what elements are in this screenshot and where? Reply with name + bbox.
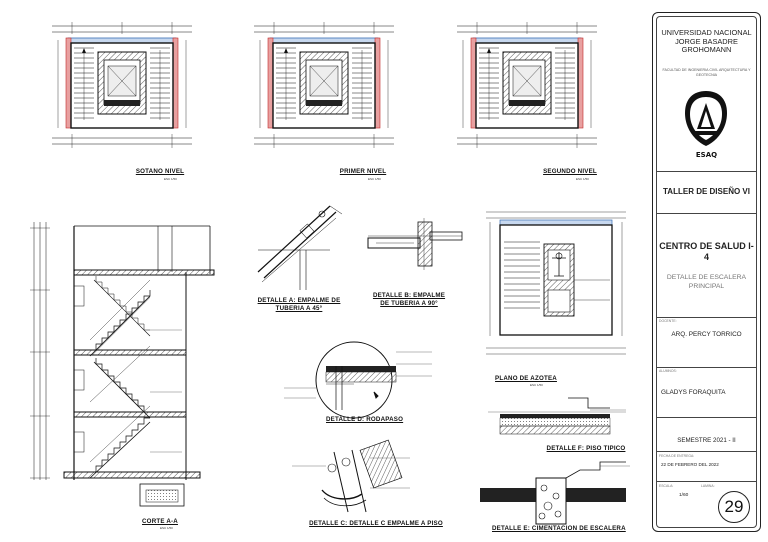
scale-corte-a: ESC 1/50 [160,526,173,530]
scale-segundo: ESC 1/50 [576,177,589,181]
label-detalle-e: DETALLE E: CIMENTACION DE ESCALERA [492,525,626,532]
date-label: FECHA DE ENTREGA: [659,454,695,458]
sheet-label: LAMINA: [701,484,715,488]
section-semester [657,417,756,452]
university-name: UNIVERSIDAD NACIONAL JORGE BASADRE GROHO… [661,28,752,55]
scale-value: 1/60 [679,493,689,498]
section-teacher [657,317,756,368]
title-block-frame [656,16,757,528]
student-label: ALUMNOS: [659,369,677,373]
course-name: TALLER DE DISEÑO VI [663,187,750,196]
label-sotano: SOTANO NIVEL [135,168,185,175]
school-acronym: ESAQ [695,151,718,159]
section-date [657,451,756,482]
plan-azotea [486,211,626,355]
label-detalle-b: DETALLE B: EMPALME DE TUBERIA A 90° [372,292,446,307]
project-name: CENTRO DE SALUD I-4 [659,241,754,262]
label-detalle-a: DETALLE A: EMPALME DE TUBERIA A 45° [257,297,341,312]
label-detalle-c: DETALLE C: DETALLE C EMPALME A PISO [309,520,443,527]
detail-f [488,397,626,435]
detail-d [284,341,432,419]
section-corte-a [30,222,215,507]
scale-primer: ESC 1/50 [368,177,381,181]
scale-azotea: ESC 1/50 [530,383,543,387]
label-plano-azotea: PLANO DE AZOTEA [495,375,557,382]
label-primer: PRIMER NIVEL [339,168,387,175]
label-detalle-d: DETALLE D: RODAPASO [326,416,404,423]
section-project [657,213,756,318]
scale-label: ESCALA: [659,484,674,488]
plan-primer [253,21,395,149]
section-university [657,17,756,172]
section-student [657,367,756,418]
sheet-title: DETALLE DE ESCALERA PRINCIPAL [666,274,747,290]
student-name: GLADYS FORAQUITA [661,389,726,396]
plan-segundo [456,21,598,149]
title-block: UNIVERSIDAD NACIONAL JORGE BASADRE GROHO… [652,12,761,532]
faculty-name: FACULTAD DE INGENIERIA CIVIL ARQUITECTUR… [662,68,751,77]
detail-e [480,461,630,525]
label-detalle-f: DETALLE F: PISO TIPICO [546,445,626,452]
delivery-date: 22 DE FEBRERO DEL 2022 [661,462,719,467]
teacher-name: ARQ. PERCY TORRICO [671,331,742,338]
label-corte-a: CORTE A-A [142,518,178,525]
sheet-number: 29 [718,491,750,523]
section-course [657,171,756,214]
university-logo-icon [685,91,727,146]
drawing-area [30,21,630,525]
plan-sotano [51,21,193,149]
teacher-label: DOCENTE: [659,319,677,323]
detail-b [367,218,463,270]
scale-sotano: ESC 1/50 [164,177,177,181]
label-segundo: SEGUNDO NIVEL [543,168,597,175]
detail-a [257,205,343,290]
semester: SEMESTRE 2021 - II [677,437,736,444]
detail-c [292,439,410,513]
